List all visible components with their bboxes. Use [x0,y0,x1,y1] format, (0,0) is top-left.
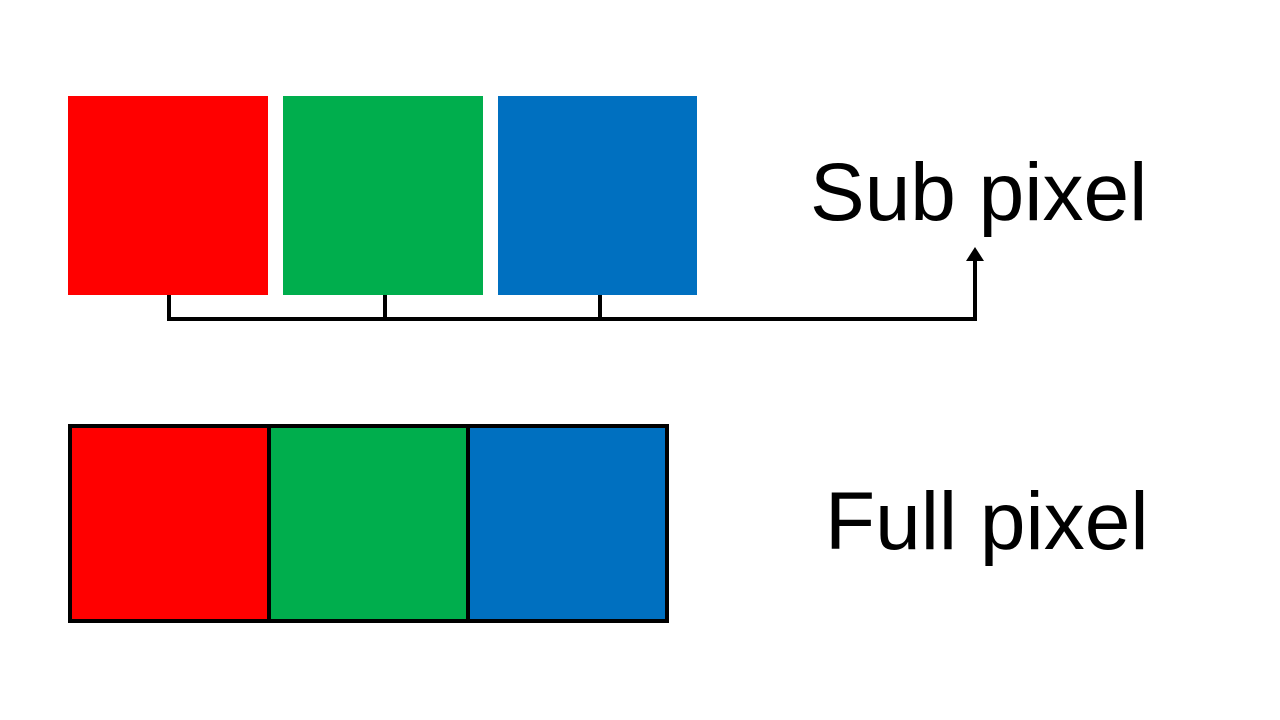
sub-pixel-swatch-red [68,96,268,295]
bracket-tick-green [383,295,387,320]
arrow-stem [973,258,977,320]
full-pixel-group [68,424,669,623]
bracket-tick-red [167,295,171,320]
arrow-up-icon [966,247,984,261]
bracket-horizontal-line [167,317,977,321]
sub-pixel-swatch-blue [498,96,697,295]
full-pixel-label: Full pixel [825,476,1149,567]
full-pixel-swatch-red [72,428,267,619]
sub-pixel-swatch-green [283,96,483,295]
full-pixel-swatch-green [267,428,466,619]
sub-pixel-label: Sub pixel [810,147,1148,238]
bracket-tick-blue [598,295,602,320]
full-pixel-swatch-blue [466,428,665,619]
